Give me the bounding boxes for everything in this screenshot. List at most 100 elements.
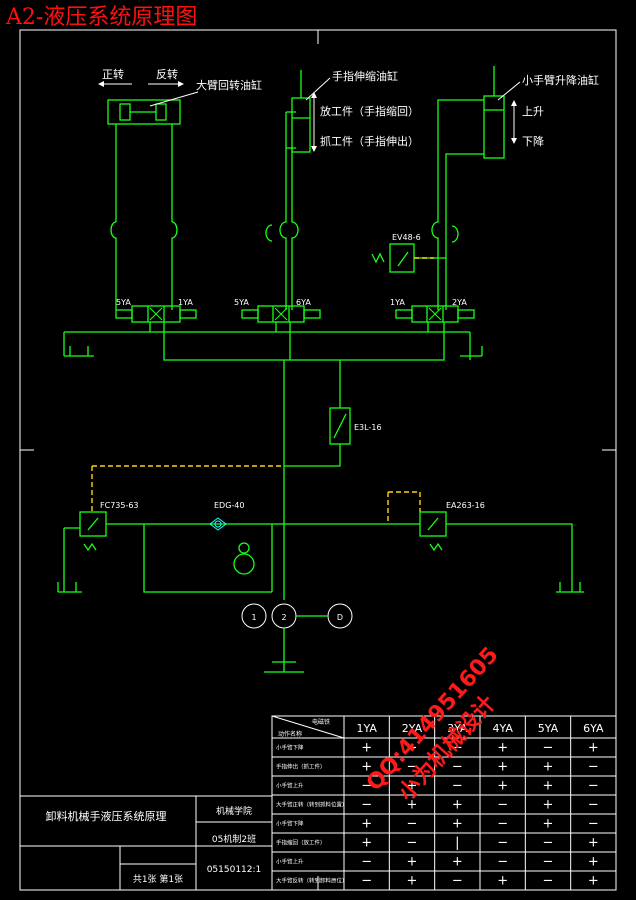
table-cell: − xyxy=(361,855,372,870)
table-row-name: 大手臂反转（转到卸料原位） xyxy=(276,877,348,885)
table-cell: − xyxy=(452,779,463,794)
page-title: A2-液压系统原理图 xyxy=(5,5,197,30)
table-cell: − xyxy=(543,836,554,851)
table-cell: − xyxy=(543,855,554,870)
table-cell: + xyxy=(452,855,463,870)
svg-text:E3L-16: E3L-16 xyxy=(354,423,382,432)
table-col-header: 3YA xyxy=(447,722,468,735)
svg-text:6YA: 6YA xyxy=(296,298,311,307)
valve-2: 5YA 6YA xyxy=(234,298,321,323)
table-cell: + xyxy=(543,817,554,832)
svg-text:1YA: 1YA xyxy=(390,298,405,307)
inner-frame xyxy=(19,29,617,891)
table-cell: − xyxy=(543,741,554,756)
check-valve: EDG-40 xyxy=(209,501,244,531)
table-cell: + xyxy=(361,817,372,832)
table-cell: + xyxy=(543,798,554,813)
table-cell: | xyxy=(455,836,459,851)
lift-cylinder: 小手臂升降油缸 上升 下降 EV48-6 xyxy=(371,66,599,310)
svg-text:D: D xyxy=(337,613,343,622)
table-cell: + xyxy=(588,836,599,851)
table-cell: + xyxy=(407,855,418,870)
table-cell: − xyxy=(452,760,463,775)
table-col-header: 1YA xyxy=(356,722,377,735)
svg-text:手指伸缩油缸: 手指伸缩油缸 xyxy=(332,69,398,83)
valve-3: 1YA 2YA xyxy=(390,298,475,323)
table-cell: + xyxy=(407,798,418,813)
table-row-name: 小手臂上升 xyxy=(276,858,304,866)
svg-text:EV48-6: EV48-6 xyxy=(392,233,421,242)
table-cell: + xyxy=(361,836,372,851)
svg-text:小手臂升降油缸: 小手臂升降油缸 xyxy=(522,73,599,87)
svg-text:2YA: 2YA xyxy=(452,298,467,307)
rotary-cylinder: 正转 反转 大臂回转油缸 xyxy=(98,67,262,310)
svg-text:EA263-16: EA263-16 xyxy=(446,501,485,510)
table-row-name: 小手臂上升 xyxy=(276,782,304,790)
table-cell: − xyxy=(497,836,508,851)
table-cell: − xyxy=(497,798,508,813)
svg-text:抓工件（手指伸出）: 抓工件（手指伸出） xyxy=(320,134,419,148)
table-cell: + xyxy=(497,779,508,794)
table-cell: − xyxy=(497,855,508,870)
svg-text:上升: 上升 xyxy=(522,105,544,118)
table-cell: + xyxy=(361,760,372,775)
table-cell: + xyxy=(588,855,599,870)
svg-text:5YA: 5YA xyxy=(116,298,131,307)
table-row-name: 手指伸出（抓工件） xyxy=(276,763,326,771)
pump-motor: 1 2 D xyxy=(143,524,353,673)
finger-cylinder: 手指伸缩油缸 放工件（手指缩回） 抓工件（手指伸出） xyxy=(265,69,419,310)
table-cell: − xyxy=(588,760,599,775)
table-cell: − xyxy=(588,817,599,832)
table-cell: − xyxy=(452,741,463,756)
table-cell: − xyxy=(407,817,418,832)
table-cell: + xyxy=(543,779,554,794)
svg-text:放工件（手指缩回）: 放工件（手指缩回） xyxy=(320,104,419,118)
svg-text:05150112:1: 05150112:1 xyxy=(207,865,262,875)
table-col-header: 2YA xyxy=(402,722,423,735)
table-col-header: 6YA xyxy=(583,722,604,735)
table-cell: + xyxy=(497,874,508,889)
relief-valve-left: FC735-63 xyxy=(57,465,284,593)
table-col-header: 4YA xyxy=(492,722,513,735)
title-block: 卸料机械手液压系统原理 机械学院 05机制2班 05150112:1 共1张 第… xyxy=(19,795,273,891)
table-cell: + xyxy=(588,741,599,756)
manifold-lines: E3L-16 xyxy=(63,322,483,600)
svg-text:大臂回转油缸: 大臂回转油缸 xyxy=(196,78,262,92)
relief-valve-right: EA263-16 xyxy=(284,491,584,593)
drawing-name: 卸料机械手液压系统原理 xyxy=(46,809,167,823)
table-cell: + xyxy=(452,798,463,813)
table-row-name: 手指缩回（放工件） xyxy=(276,839,326,847)
table-cell: + xyxy=(407,874,418,889)
table-cell: − xyxy=(588,779,599,794)
table-cell: + xyxy=(497,760,508,775)
svg-text:下降: 下降 xyxy=(522,134,544,148)
table-cell: + xyxy=(407,779,418,794)
table-cell: − xyxy=(361,779,372,794)
table-row-name: 小手臂下降 xyxy=(276,820,304,828)
svg-text:反转: 反转 xyxy=(156,67,178,81)
table-cell: − xyxy=(543,874,554,889)
table-cell: + xyxy=(361,741,372,756)
svg-text:1: 1 xyxy=(251,613,256,622)
watermark: QQ:414951605 小为机械设计 xyxy=(362,643,504,806)
table-cell: − xyxy=(407,741,418,756)
svg-text:共1张 第1张: 共1张 第1张 xyxy=(133,873,183,885)
table-cell: − xyxy=(497,817,508,832)
svg-text:2: 2 xyxy=(281,613,286,622)
svg-text:EDG-40: EDG-40 xyxy=(214,501,244,510)
table-row-name: 大手臂正转（转到抓料位置） xyxy=(276,801,348,809)
svg-text:FC735-63: FC735-63 xyxy=(100,501,139,510)
svg-text:机械学院: 机械学院 xyxy=(216,805,252,817)
valve-1: 5YA 1YA xyxy=(115,298,197,323)
table-cell: − xyxy=(407,760,418,775)
table-cell: + xyxy=(497,741,508,756)
table-col-header: 5YA xyxy=(538,722,559,735)
svg-text:电磁铁: 电磁铁 xyxy=(312,718,330,726)
svg-text:1YA: 1YA xyxy=(178,298,193,307)
table-cell: − xyxy=(407,836,418,851)
table-cell: − xyxy=(588,798,599,813)
table-cell: − xyxy=(361,798,372,813)
svg-text:正转: 正转 xyxy=(102,67,124,81)
